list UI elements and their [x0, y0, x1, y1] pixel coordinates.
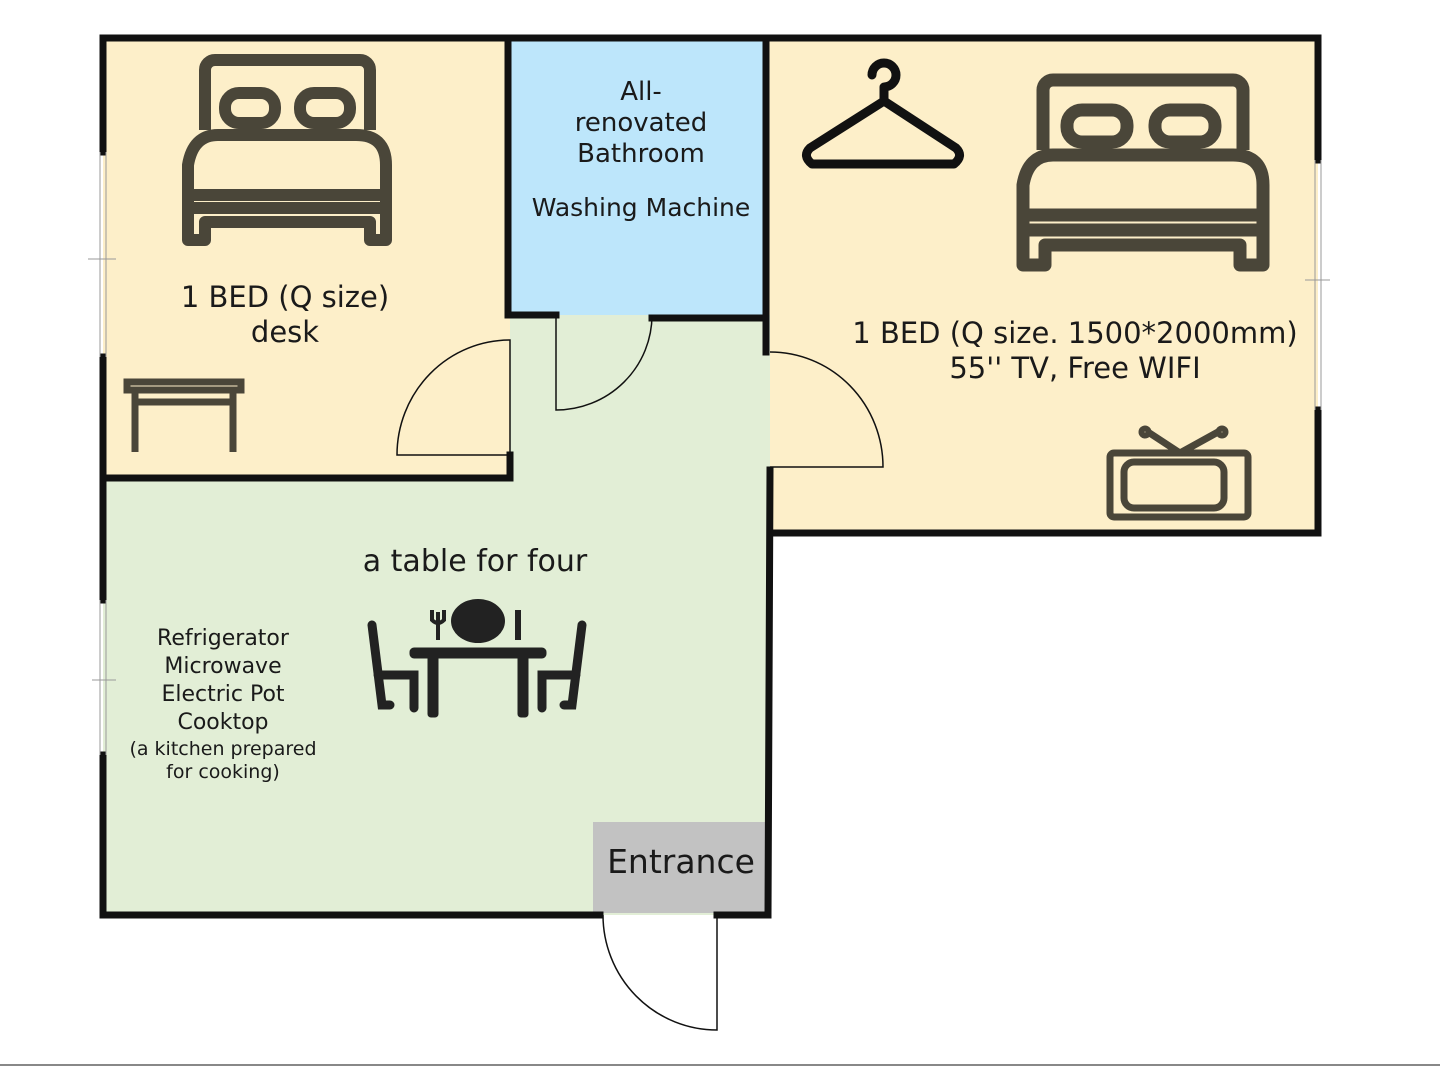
bathroom-door[interactable]: [555, 314, 653, 411]
entrance-door[interactable]: [602, 914, 718, 1031]
entrance-label: Entrance: [607, 842, 755, 881]
desk-text: desk: [250, 314, 320, 349]
bathroom-line: Bathroom: [577, 139, 705, 170]
walls: [99, 34, 1322, 919]
bathroom-line: All-: [620, 77, 662, 107]
entrance-area: [593, 822, 766, 913]
bed-size-text: 1 BED (Q size. 1500*2000mm): [852, 316, 1298, 350]
right-bedroom-label: 1 BED (Q size. 1500*2000mm) 55'' TV, Fre…: [830, 316, 1320, 386]
amenities-text: 55'' TV, Free WIFI: [949, 350, 1201, 385]
kitchen-item: Microwave: [164, 654, 282, 680]
bed-size-text: 1 BED (Q size): [180, 280, 390, 314]
kitchen-label: Refrigerator Microwave Electric Pot Cook…: [108, 625, 338, 785]
windows: [88, 152, 1330, 755]
washing-machine-text: Washing Machine: [531, 192, 751, 222]
dining-table-icon: [367, 599, 587, 718]
bed-icon: [182, 54, 392, 246]
dining-label: a table for four: [362, 544, 588, 579]
bathroom-line: renovated: [574, 108, 708, 139]
right-bedroom-door[interactable]: [769, 351, 884, 468]
kitchen-note: for cooking): [166, 761, 280, 784]
left-bedroom-door[interactable]: [396, 339, 511, 456]
kitchen-item: Electric Pot: [161, 682, 285, 708]
kitchen-item: Refrigerator: [157, 626, 289, 651]
tv-icon: [1106, 425, 1252, 521]
bathroom-label: All- renovated Bathroom Washing Machine: [513, 77, 769, 223]
kitchen-note: (a kitchen prepared: [129, 737, 317, 760]
desk-icon: [123, 378, 245, 452]
bathroom: [510, 38, 766, 315]
kitchen-item: Cooktop: [177, 710, 269, 736]
left-bedroom-label: 1 BED (Q size) desk: [140, 280, 430, 350]
hanger-icon: [802, 58, 964, 169]
bed-icon: [1016, 73, 1270, 272]
